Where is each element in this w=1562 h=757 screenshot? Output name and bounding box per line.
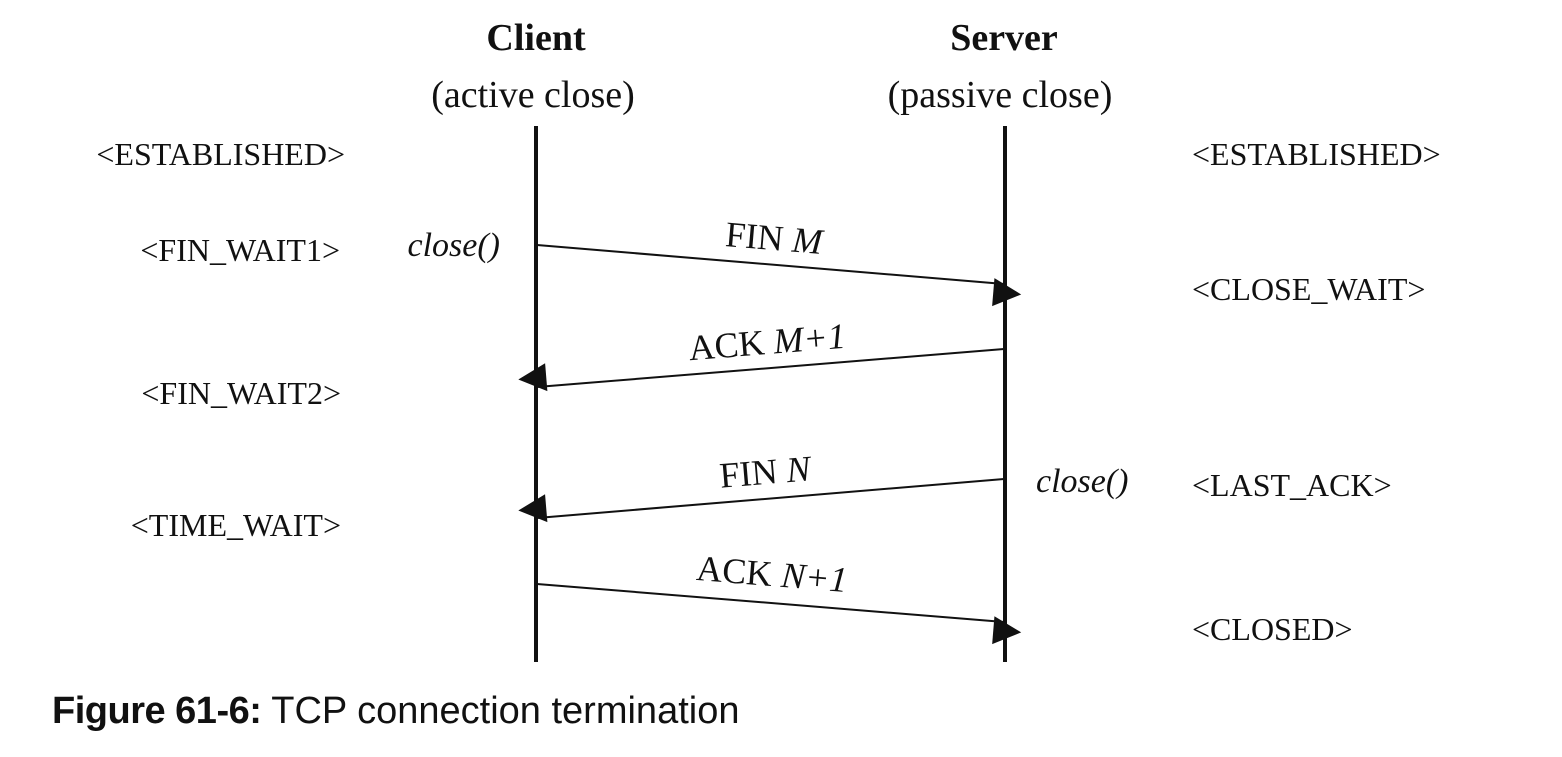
server-state-established: <ESTABLISHED> — [1192, 136, 1441, 172]
server-subtitle: (passive close) — [888, 74, 1113, 116]
figure-caption: Figure 61-6: TCP connection termination — [52, 690, 739, 733]
figure-caption-label: Figure 61-6: — [52, 690, 262, 732]
figure-caption-text: TCP connection termination — [261, 690, 740, 732]
client-subtitle: (active close) — [431, 74, 635, 116]
client-state-fin-wait2: <FIN_WAIT2> — [141, 375, 341, 411]
ack-m-plus-1-label: ACK M+1 — [687, 316, 847, 368]
client-close-call: close() — [407, 227, 500, 264]
client-state-established: <ESTABLISHED> — [96, 136, 345, 172]
ack-n-plus-1-arrow — [536, 583, 1022, 645]
fin-n-label: FIN N — [718, 448, 814, 496]
fin-n-arrow — [518, 478, 1005, 523]
client-state-fin-wait1: <FIN_WAIT1> — [140, 232, 340, 268]
server-title: Server — [950, 17, 1058, 59]
fin-m-arrow — [536, 244, 1022, 307]
server-close-call: close() — [1036, 463, 1129, 500]
fin-m-label: FIN M — [724, 214, 826, 262]
ack-n-plus-1-label: ACK N+1 — [695, 548, 849, 600]
server-state-last-ack: <LAST_ACK> — [1192, 467, 1392, 503]
ack-m-plus-1-arrow — [518, 348, 1005, 392]
client-state-time-wait: <TIME_WAIT> — [131, 507, 341, 543]
server-state-close-wait: <CLOSE_WAIT> — [1192, 271, 1425, 307]
server-state-closed: <CLOSED> — [1192, 611, 1353, 647]
client-title: Client — [486, 17, 586, 59]
